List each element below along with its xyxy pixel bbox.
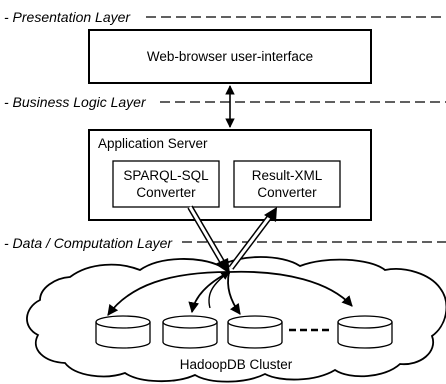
db-node-4 xyxy=(337,315,393,349)
hadoopdb-cluster-label: HadoopDB Cluster xyxy=(180,357,293,372)
sparql-to-cluster-arrow xyxy=(187,205,230,274)
web-browser-label: Web-browser user-interface xyxy=(147,49,313,64)
result-converter-line2: Converter xyxy=(257,185,317,200)
db-node-1 xyxy=(95,315,151,349)
sparql-converter-line1: SPARQL-SQL xyxy=(123,168,209,183)
db-node-2 xyxy=(162,315,218,349)
sparql-sql-converter-box xyxy=(112,160,220,208)
web-browser-box xyxy=(88,29,372,84)
cluster-to-result-arrow xyxy=(228,207,277,270)
presentation-layer-label: - Presentation Layer xyxy=(4,9,131,25)
sparql-converter-line2: Converter xyxy=(136,185,196,200)
data-layer-label: - Data / Computation Layer xyxy=(4,235,173,251)
hub-connections xyxy=(107,270,353,316)
result-converter-line1: Result-XML xyxy=(252,168,323,183)
result-xml-converter-box xyxy=(233,160,341,208)
business-layer-label: - Business Logic Layer xyxy=(4,94,147,110)
application-server-title: Application Server xyxy=(98,136,208,151)
db-node-3 xyxy=(227,315,283,349)
